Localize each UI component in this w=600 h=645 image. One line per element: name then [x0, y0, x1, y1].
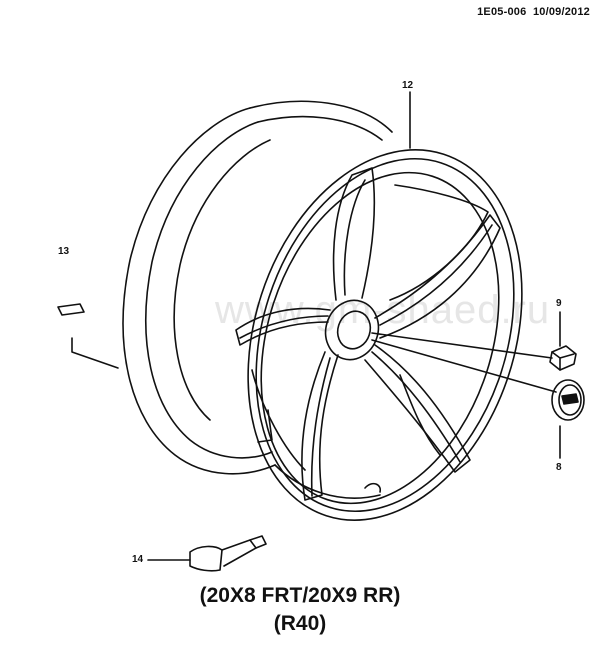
valve-hole [365, 484, 380, 492]
caption-size: (20X8 FRT/20X9 RR) [199, 584, 401, 607]
window-top-right [390, 185, 488, 300]
center-cap-face [559, 385, 581, 415]
leader-9-to-hub [372, 333, 552, 358]
center-cap-part [552, 380, 584, 420]
document-date: 10/09/2012 [532, 6, 590, 18]
window-lower [400, 375, 440, 455]
window-left [252, 370, 305, 470]
spoke-top [334, 168, 375, 300]
callout-12: 12 [402, 80, 414, 91]
spoke-right-detail [380, 225, 492, 325]
tpms-valve-stem [222, 540, 256, 566]
leader-13 [72, 338, 118, 368]
center-cap-bowtie-icon [562, 394, 578, 404]
valve-stem-mark [258, 410, 272, 442]
lug-nut-part [550, 346, 576, 370]
spoke-right [375, 215, 500, 338]
caption-option: (R40) [273, 612, 327, 635]
lug-nut-face [552, 352, 574, 370]
front-rim-inner [213, 125, 557, 545]
document-code: 1E05-006 10/09/2012 [477, 6, 590, 18]
document-number: 1E05-006 [477, 6, 527, 18]
spoke-left-detail [240, 316, 328, 338]
spoke-top-detail [344, 180, 365, 295]
rim-top-edge [250, 101, 392, 132]
spoke-lower-right-detail [372, 352, 460, 462]
callout-8: 8 [556, 462, 562, 473]
spoke-lower-left-detail [312, 358, 330, 496]
callout-13: 13 [58, 246, 70, 257]
tpms-valve-body [190, 546, 222, 570]
callout-9: 9 [556, 298, 562, 309]
rim-back-lip [174, 140, 270, 420]
sensor-cap-part [58, 304, 84, 315]
leader-8-to-hub [372, 340, 556, 392]
tpms-valve-tip [250, 536, 266, 548]
hub-inner [333, 307, 375, 353]
spoke-lower-left [302, 352, 338, 500]
rim-back-outer [123, 108, 275, 474]
rim-top-edge-2 [258, 117, 382, 140]
spoke-left [236, 308, 330, 345]
rim-back-inner [146, 122, 272, 458]
spoke-lower-right [365, 345, 470, 472]
callout-14: 14 [132, 554, 144, 565]
front-rim-outer [203, 114, 568, 556]
